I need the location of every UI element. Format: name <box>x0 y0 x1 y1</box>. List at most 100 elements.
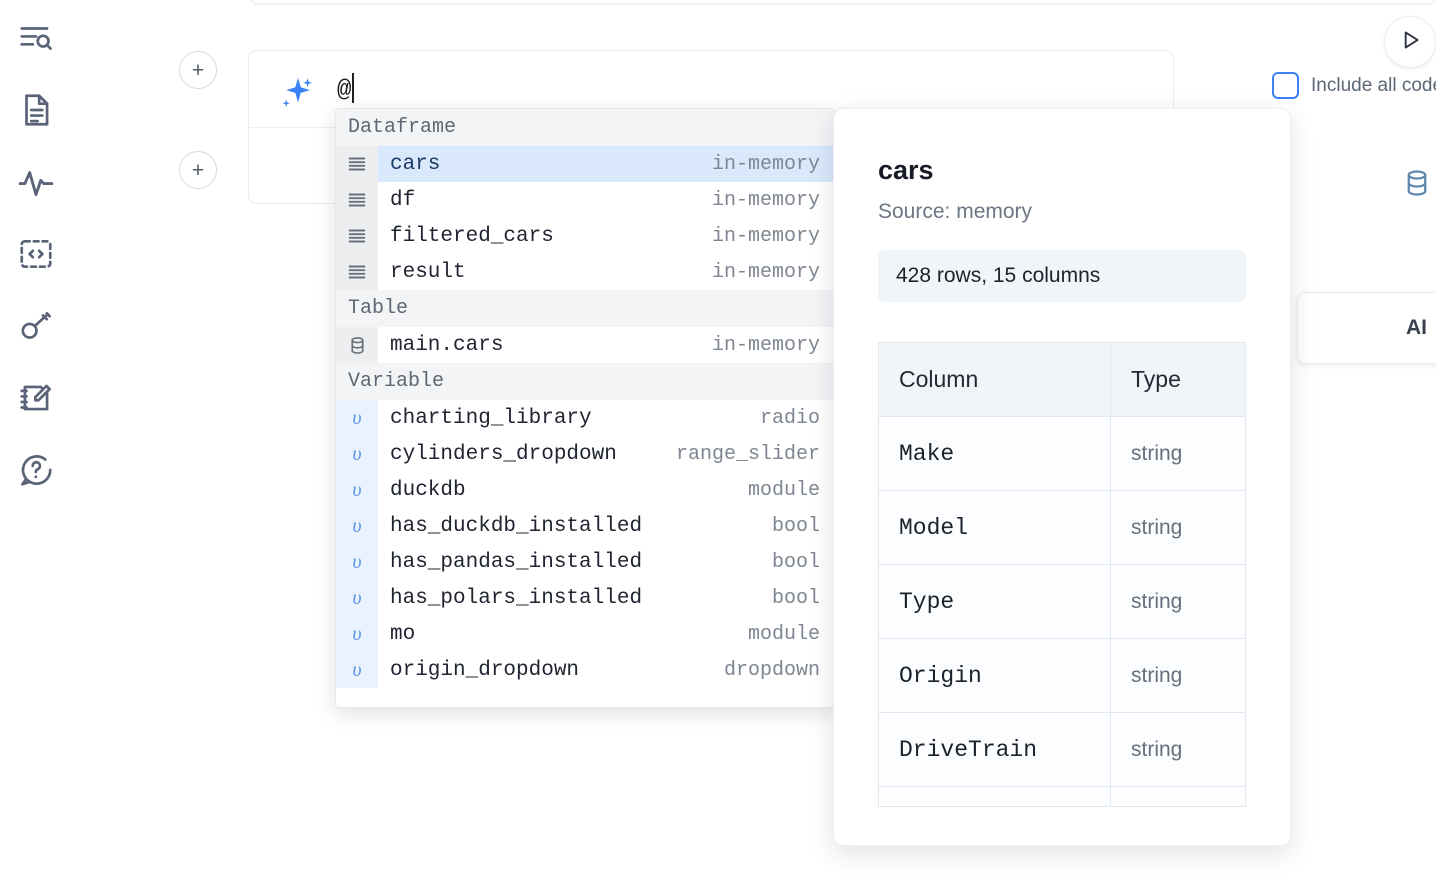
variable-icon: υ <box>336 580 378 616</box>
autocomplete-item-name: df <box>390 188 416 212</box>
autocomplete-item-name: origin_dropdown <box>390 658 580 682</box>
plus-icon: + <box>191 58 205 82</box>
autocomplete-item-meta: range_slider <box>675 442 820 466</box>
autocomplete-item-name: charting_library <box>390 406 592 430</box>
autocomplete-item-meta: in-memory <box>711 333 820 357</box>
cell-above-partial <box>250 0 1436 4</box>
database-icon[interactable] <box>1402 168 1432 203</box>
sidebar-item-files[interactable] <box>12 86 60 134</box>
database-icon <box>336 327 378 363</box>
sidebar-item-secrets[interactable] <box>12 302 60 350</box>
ai-suggestion-card[interactable]: AI <box>1297 292 1436 364</box>
table-header-row: Column Type <box>878 342 1246 417</box>
doc-source: Source: memory <box>878 200 1033 223</box>
notebook-file-icon <box>17 91 55 129</box>
sidebar-item-snippets[interactable] <box>12 230 60 278</box>
autocomplete-item[interactable]: cars in-memory <box>336 146 834 182</box>
autocomplete-item-name: cars <box>390 152 441 176</box>
autocomplete-item-meta: bool <box>771 586 820 610</box>
explore-outline-icon <box>17 19 55 57</box>
sparkles-icon <box>275 74 317 121</box>
doc-title: cars <box>878 155 934 185</box>
sidebar-item-dependencies[interactable] <box>12 158 60 206</box>
variable-icon: υ <box>336 544 378 580</box>
autocomplete-item[interactable]: filtered_cars in-memory <box>336 218 834 254</box>
help-chat-icon <box>17 451 55 489</box>
cell-column-type: string <box>1110 712 1246 787</box>
scratchpad-edit-icon <box>17 379 55 417</box>
run-cell-button[interactable] <box>1384 16 1436 68</box>
cell-action-icons: M <box>1402 168 1436 203</box>
sidebar-item-outline[interactable] <box>12 14 60 62</box>
autocomplete-group-header: Variable <box>336 363 834 400</box>
variable-icon: υ <box>336 508 378 544</box>
doc-shape-badge: 428 rows, 15 columns <box>878 250 1246 302</box>
header-column: Column <box>878 342 1111 417</box>
autocomplete-item-name: has_pandas_installed <box>390 550 643 574</box>
cell-column-name <box>878 786 1111 807</box>
plus-icon: + <box>191 158 205 182</box>
cell-column-name: DriveTrain <box>878 712 1111 787</box>
autocomplete-item-meta: in-memory <box>711 260 820 284</box>
cell-column-name: Model <box>878 490 1111 565</box>
autocomplete-item-meta: in-memory <box>711 224 820 248</box>
play-icon <box>1397 27 1423 58</box>
include-all-code-row[interactable]: Include all code <box>1272 72 1436 99</box>
dataframe-icon <box>336 218 378 254</box>
autocomplete-group-header: Table <box>336 290 834 327</box>
add-cell-below-button[interactable]: + <box>179 151 217 189</box>
variable-icon: υ <box>336 436 378 472</box>
autocomplete-item[interactable]: υ has_polars_installed bool <box>336 580 834 616</box>
autocomplete-item[interactable]: result in-memory <box>336 254 834 290</box>
autocomplete-item-meta: module <box>747 622 820 646</box>
autocomplete-item-name: main.cars <box>390 333 504 357</box>
sidebar-item-help[interactable] <box>12 446 60 494</box>
snippets-code-icon <box>17 235 55 273</box>
include-all-code-checkbox[interactable] <box>1272 72 1299 99</box>
ai-prompt-value: @ <box>337 77 352 104</box>
variable-icon: υ <box>336 652 378 688</box>
add-cell-above-button[interactable]: + <box>179 51 217 89</box>
cell-column-name: Make <box>878 416 1111 491</box>
autocomplete-item-meta: bool <box>771 514 820 538</box>
sidebar <box>0 0 72 874</box>
dataframe-icon <box>336 146 378 182</box>
dataframe-icon <box>336 182 378 218</box>
autocomplete-item-name: result <box>390 260 466 284</box>
autocomplete-item-name: duckdb <box>390 478 466 502</box>
dataframe-icon <box>336 254 378 290</box>
cell-column-type: string <box>1110 490 1246 565</box>
cell-column-name: Type <box>878 564 1111 639</box>
variable-icon: υ <box>336 472 378 508</box>
autocomplete-item-name: filtered_cars <box>390 224 554 248</box>
ai-suggestion-card-label: AI <box>1406 316 1427 339</box>
text-caret <box>352 73 355 103</box>
cell-column-type <box>1110 786 1246 807</box>
autocomplete-item-name: mo <box>390 622 416 646</box>
autocomplete-item[interactable]: main.cars in-memory <box>336 327 834 363</box>
include-all-code-label: Include all code <box>1311 74 1436 96</box>
autocomplete-item-name: has_polars_installed <box>390 586 643 610</box>
variable-icon: υ <box>336 616 378 652</box>
autocomplete-item-meta: module <box>747 478 820 502</box>
ai-prompt-input[interactable]: @ <box>337 73 355 104</box>
activity-icon <box>17 163 55 201</box>
autocomplete-item-meta: in-memory <box>711 152 820 176</box>
autocomplete-item-meta: radio <box>759 406 820 430</box>
sidebar-item-scratchpad[interactable] <box>12 374 60 422</box>
